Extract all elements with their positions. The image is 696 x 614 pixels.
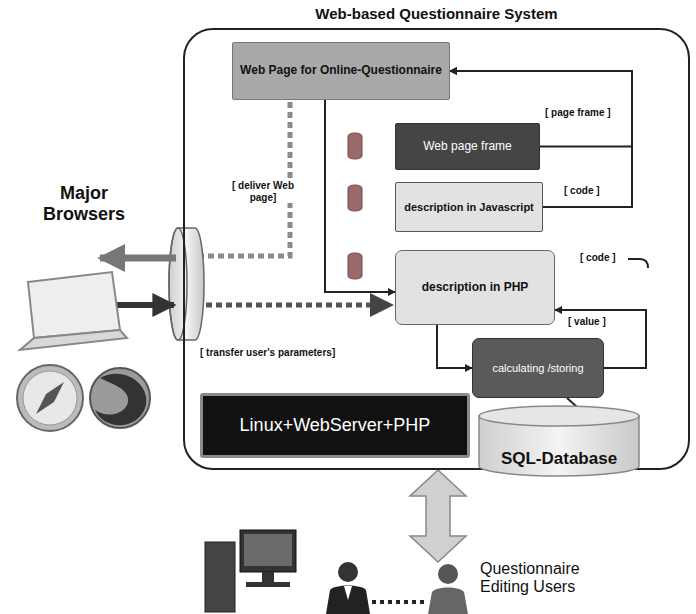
system-boundary: Web-based Questionnaire SystemWeb Page f… (183, 28, 690, 470)
node-text: description in PHP (422, 281, 529, 295)
web-page-box: Web Page for Online-Questionnaire (232, 42, 450, 100)
frame-box: Web page frame (395, 123, 540, 170)
node-text: SQL-Database (501, 449, 617, 469)
database-cylinder: SQL-Database (478, 405, 640, 477)
connector (325, 100, 395, 292)
server-box: Linux+WebServer+PHP (200, 393, 470, 458)
double-arrow (410, 470, 466, 562)
node-text: Web page frame (423, 140, 512, 154)
edge-label: [ page frame ] (543, 107, 613, 119)
browsers-label: Major Browsers (22, 183, 146, 224)
node-text: Web Page for Online-Questionnaire (240, 64, 442, 78)
diagram-title: Web-based Questionnaire System (185, 5, 688, 22)
gateway-pipe (169, 228, 204, 340)
code-label: [ code ] (578, 252, 618, 264)
deliver-line (196, 102, 290, 256)
users-label: Questionnaire Editing Users (478, 560, 632, 597)
edge-label: [ value ] (566, 316, 608, 328)
edge-label: [ code ] (562, 185, 602, 197)
storage-icon (348, 133, 362, 279)
node-text: Linux+WebServer+PHP (240, 415, 431, 436)
calc-box: calculating /storing (472, 338, 604, 398)
user-icons (326, 562, 468, 614)
computer-icon (205, 530, 296, 612)
transfer-arrowhead (370, 293, 394, 317)
deliver-label: [ deliver Web page] (226, 180, 300, 203)
node-text: description in Javascript (404, 201, 534, 214)
laptop-icon (20, 272, 127, 350)
firefox-icon (90, 368, 150, 428)
javascript-box: description in Javascript (395, 182, 543, 232)
php-box: description in PHP (395, 250, 555, 325)
response-arrow (100, 255, 176, 262)
safari-icon (17, 365, 83, 431)
leader-line (628, 259, 648, 268)
transfer-label: [ transfer user's parameters] (198, 347, 337, 359)
connector (437, 325, 472, 368)
transfer-line (196, 303, 372, 308)
node-text: calculating /storing (492, 362, 583, 375)
